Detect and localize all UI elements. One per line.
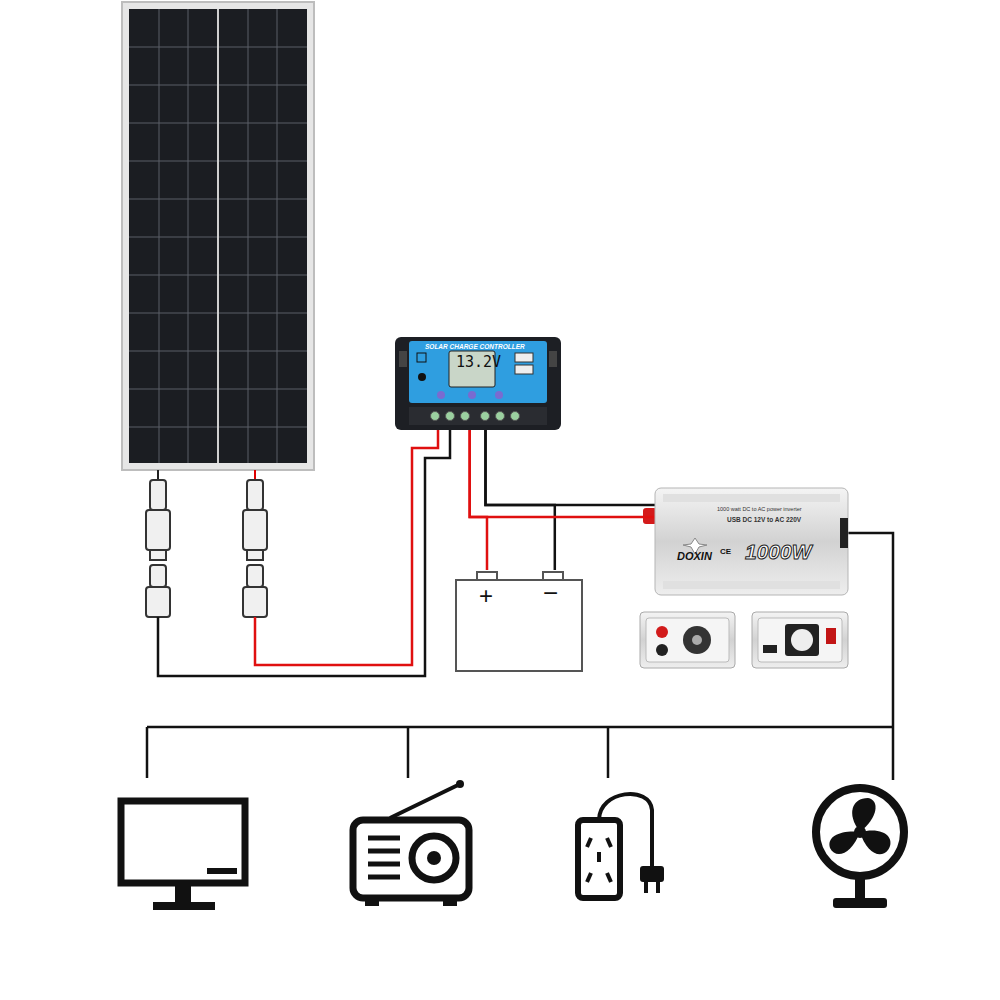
power-inverter: 1000 watt DC to AC power inverterUSB DC …	[655, 488, 848, 595]
positive-wire	[470, 430, 655, 517]
negative-wire	[486, 430, 656, 505]
mc4-connector	[146, 470, 267, 617]
inverter-back-view	[752, 612, 848, 668]
ctrl-body	[395, 337, 561, 430]
inverter-front-view	[640, 612, 735, 668]
monitor-icon	[121, 801, 245, 910]
node-text: 1000W	[745, 541, 812, 562]
power-outlet-icon	[578, 794, 664, 898]
radio-icon	[353, 780, 469, 906]
fan-icon	[816, 788, 904, 908]
panel-wire	[158, 430, 450, 676]
node-text: 1000 watt DC to AC power inverter	[717, 507, 802, 513]
node-text: DOXIN	[677, 551, 712, 562]
node-text: CE	[720, 548, 731, 556]
wire-connector	[470, 430, 655, 517]
node-text: SOLAR CHARGE CONTROLLER	[425, 344, 525, 351]
node-text: −	[543, 580, 558, 606]
negative-wire	[486, 430, 555, 570]
node-text: 13.2V	[456, 355, 501, 370]
charge-controller: SOLAR CHARGE CONTROLLER 13.2V	[395, 337, 561, 430]
batt-body	[455, 570, 583, 672]
node-text: USB DC 12V to AC 220V	[727, 517, 801, 524]
positive-wire	[470, 430, 487, 570]
solar-panel	[122, 2, 314, 470]
node-text: +	[479, 584, 493, 608]
battery-box: +−	[455, 570, 583, 672]
wire-connector	[470, 430, 555, 570]
